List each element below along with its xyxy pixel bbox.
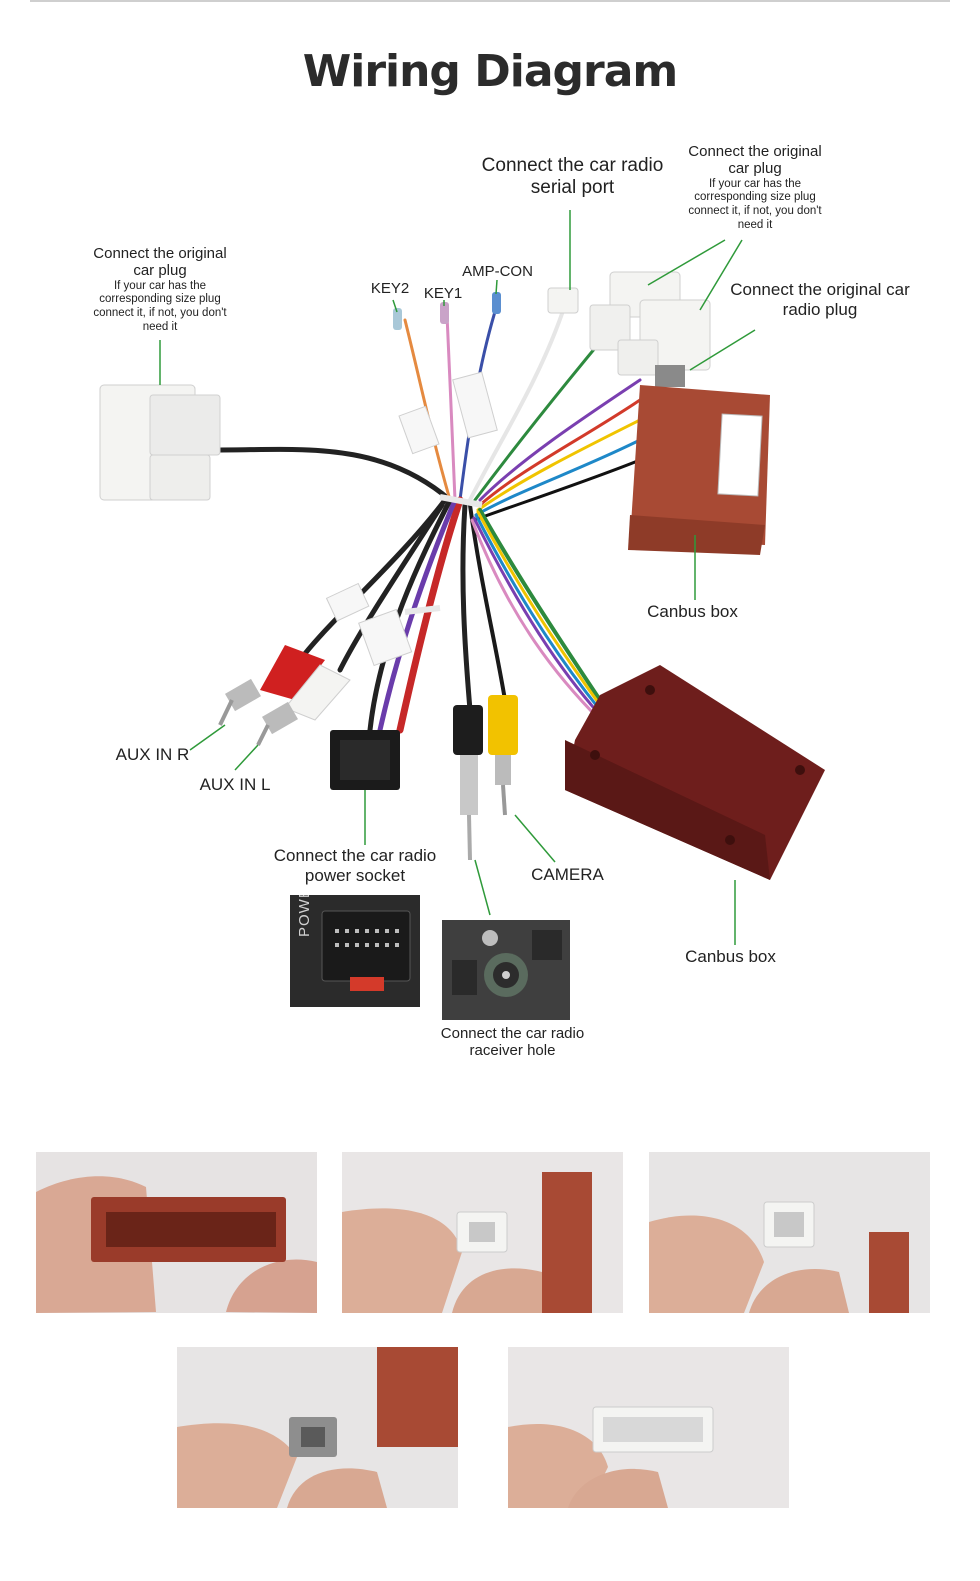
- top-white-plugs: [547, 271, 711, 387]
- left-plug-label: Connect the original car plug If your ca…: [85, 245, 235, 335]
- aux-in-l-label: AUX IN L: [199, 775, 271, 794]
- key1-label: KEY1: [423, 285, 463, 302]
- receiver-hole-label: Connect the car radio raceiver hole: [440, 1025, 585, 1060]
- pin-tips: [393, 292, 501, 330]
- wire-tags: [325, 371, 498, 667]
- radio-plug-label: Connect the original car radio plug: [730, 280, 910, 319]
- receiver-hole-photo: [442, 920, 570, 1020]
- aux-in-r-label: AUX IN R: [115, 745, 190, 764]
- power-label: POWER: [296, 895, 313, 937]
- power-socket-photo: POWER: [290, 895, 420, 1007]
- photo-white-multi-plug: [508, 1347, 789, 1508]
- photo-canbus-connector: [36, 1152, 317, 1313]
- leader-lines: [159, 210, 756, 945]
- camera-label: CAMERA: [531, 865, 604, 884]
- serial-port-label: Connect the car radio serial port: [481, 155, 664, 198]
- rca-yellow: [488, 695, 518, 816]
- amp-con-label: AMP-CON: [462, 263, 533, 280]
- top-divider: [30, 0, 950, 2]
- canbus-box-bottom: [565, 665, 825, 880]
- power-socket-label: Connect the car radio power socket: [273, 846, 437, 885]
- left-plug-title: Connect the original car plug: [93, 245, 227, 280]
- harness-diagram: [99, 210, 825, 945]
- left-plug-note: If your car has the corresponding size p…: [93, 279, 227, 333]
- top-plug-label: Connect the original car plug If your ca…: [680, 143, 830, 233]
- antenna-plug: [453, 705, 483, 861]
- canbus-box-1-label: Canbus box: [647, 602, 738, 621]
- wire-bundle: [217, 303, 642, 734]
- canbus-box-2-label: Canbus box: [685, 947, 776, 966]
- power-socket-connector: [330, 730, 400, 790]
- canbus-box-top: [628, 385, 770, 555]
- photo-white-plug-2: [649, 1152, 930, 1313]
- rca-red: [218, 645, 325, 726]
- rca-white: [256, 664, 351, 746]
- top-plug-title: Connect the original car plug: [688, 143, 822, 178]
- top-plug-note: If your car has the corresponding size p…: [688, 177, 822, 231]
- left-white-plug: [99, 384, 221, 501]
- key2-label: KEY2: [370, 280, 410, 297]
- photo-white-plug-1: [342, 1152, 623, 1313]
- page-title: Wiring Diagram: [302, 46, 679, 97]
- photo-grey-plug: [177, 1347, 458, 1508]
